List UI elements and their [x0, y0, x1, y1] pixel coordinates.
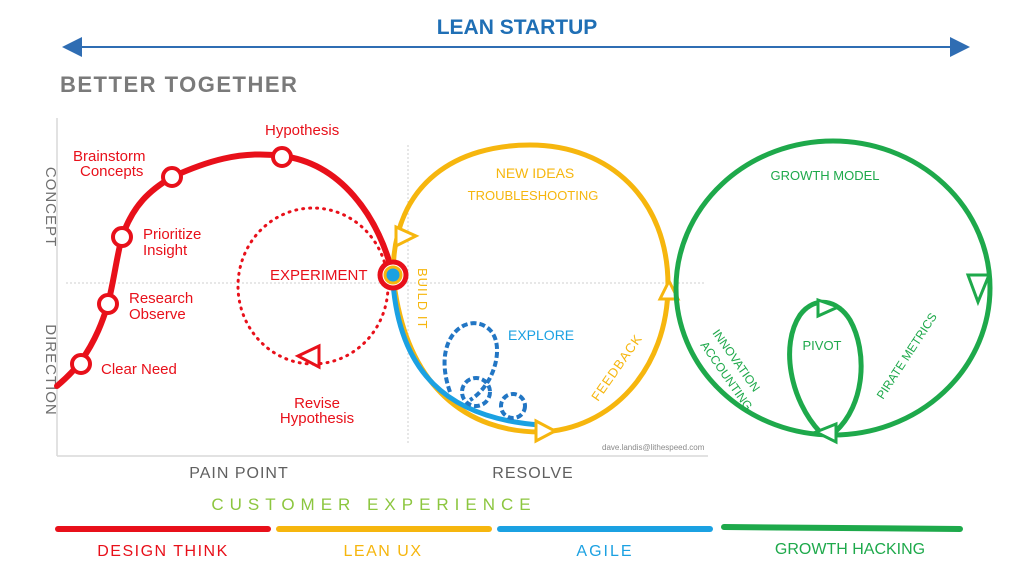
concepts-label: Concepts [80, 163, 143, 180]
clear-need-label: Clear Need [101, 361, 177, 378]
legend-label-agile: AGILE [576, 543, 633, 560]
hypothesis-label: Hypothesis [265, 122, 339, 139]
revise-label: Revise [294, 395, 340, 412]
title: LEAN STARTUP [437, 16, 598, 39]
legend-bar-growth [721, 524, 963, 532]
pivot-arrowhead [816, 297, 843, 319]
pivot-label: PIVOT [802, 338, 841, 353]
research-node [97, 293, 119, 315]
growth-arrow-bottom [812, 421, 838, 445]
brainstorm-node [161, 166, 183, 188]
prioritize-label: Prioritize [143, 226, 201, 243]
troubleshooting-label: TROUBLESHOOTING [468, 188, 599, 203]
y-axis-bottom-label: DIRECTION [42, 324, 59, 416]
lean-ux-arrow-bottom [534, 418, 559, 444]
observe-label: Observe [129, 306, 186, 323]
new-ideas-label: NEW IDEAS [496, 165, 575, 181]
pirate-metrics-label: PIRATE METRICS [874, 310, 940, 401]
growth-pivot-loop [787, 299, 864, 434]
revise-arrowhead [294, 343, 321, 370]
y-axis-top-label: CONCEPT [42, 167, 59, 247]
growth-model-label: GROWTH MODEL [770, 168, 879, 183]
brainstorm-label: Brainstorm [73, 148, 146, 165]
customer-experience-label: CUSTOMER EXPERIENCE [211, 495, 536, 514]
subtitle: BETTER TOGETHER [60, 72, 298, 97]
experiment-label: EXPERIMENT [270, 267, 368, 284]
revise-hypothesis-label: Hypothesis [280, 410, 354, 427]
research-label: Research [129, 290, 193, 307]
explore-loops [442, 321, 527, 420]
lean-ux-arrow-right [657, 277, 681, 301]
legend-label-growth: GROWTH HACKING [775, 541, 925, 558]
legend-label-design-think: DESIGN THINK [97, 543, 229, 560]
feedback-label: FEEDBACK [588, 331, 645, 404]
prioritize-node [111, 226, 133, 248]
build-it-label: BUILD IT [415, 268, 430, 329]
clear-need-node [70, 353, 92, 375]
experiment-dotted-loop [236, 206, 390, 366]
explore-label: EXPLORE [508, 327, 574, 343]
experiment-node-ring [383, 265, 403, 285]
x-axis-left-label: PAIN POINT [189, 465, 289, 482]
lean-ux-arrow-left [394, 224, 420, 249]
growth-arrow-right [965, 273, 992, 307]
legend-label-lean-ux: LEAN UX [344, 543, 423, 560]
design-think-curve [54, 151, 396, 389]
hypothesis-node [271, 146, 293, 168]
agile-track [390, 282, 541, 428]
x-axis-right-label: RESOLVE [492, 465, 573, 482]
insight-label: Insight [143, 242, 188, 259]
growth-model-loop [673, 138, 993, 438]
credit-text: dave.landis@lithespeed.com [602, 443, 705, 452]
